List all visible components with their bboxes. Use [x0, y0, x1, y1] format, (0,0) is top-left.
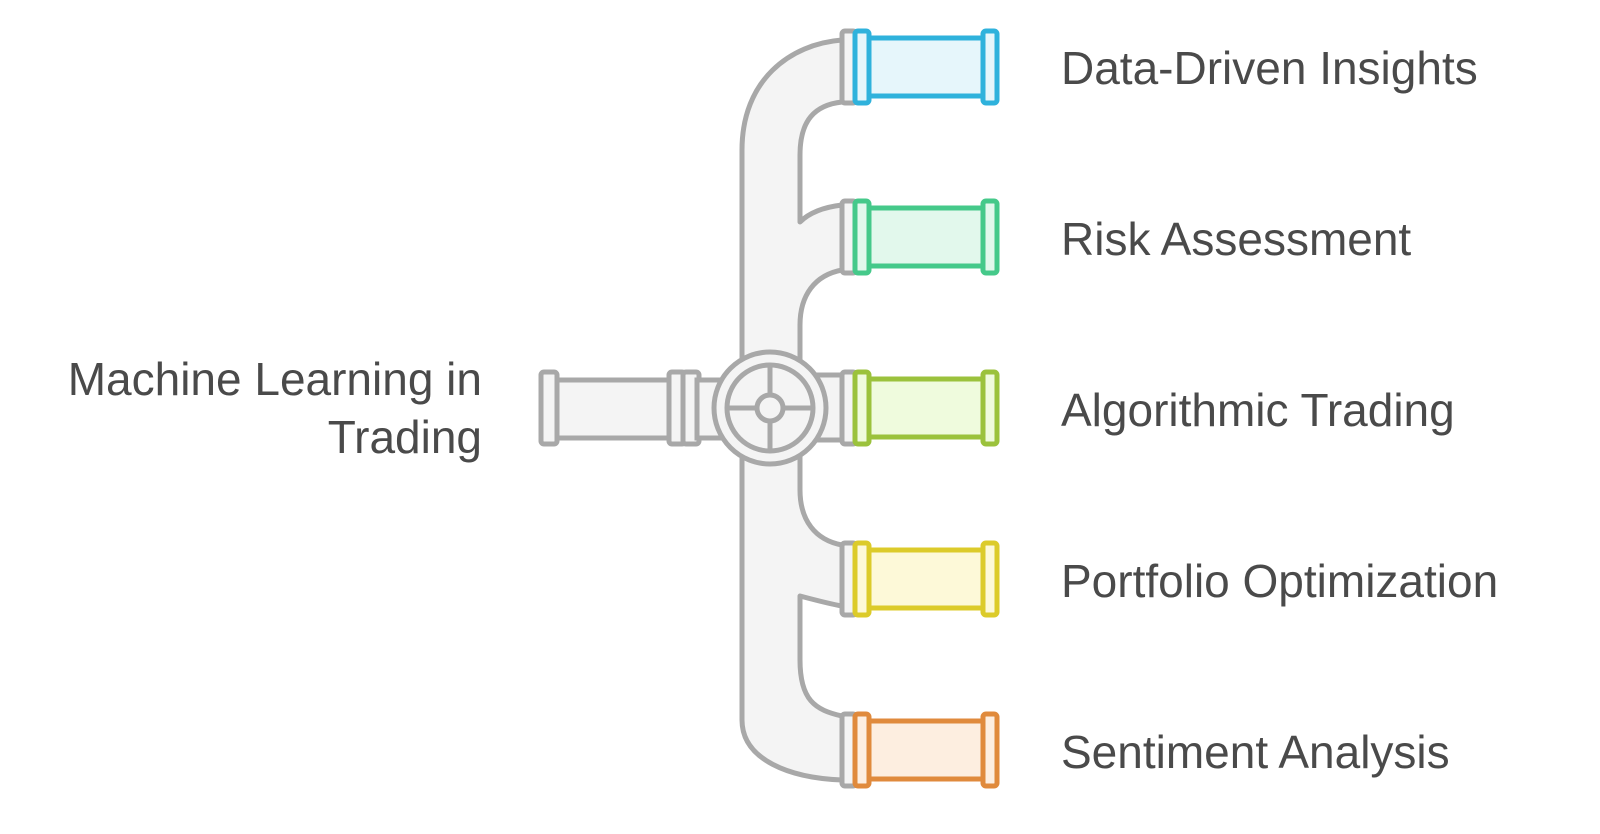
outlet-pipe-2 — [839, 198, 1000, 276]
source-label-line-1: Machine Learning in — [67, 353, 482, 405]
outlet-pipe-body — [863, 205, 989, 269]
branch-label-risk-assessment: Risk Assessment — [1061, 213, 1412, 265]
outlet-flange-outer — [980, 198, 1000, 276]
outlet-pipe-4 — [839, 540, 1000, 618]
outlet-pipe-1 — [839, 28, 1000, 106]
outlet-pipe-body — [863, 718, 989, 782]
outlet-pipe-body — [863, 35, 989, 99]
outlet-flange-outer — [980, 540, 1000, 618]
outlet-flange-inner — [852, 28, 872, 106]
outlet-flange-outer — [980, 369, 1000, 447]
branch-label-sentiment-analysis: Sentiment Analysis — [1061, 726, 1450, 778]
inlet-pipe — [538, 369, 730, 447]
outlet-pipe-body — [863, 547, 989, 611]
outlet-flange-inner — [852, 540, 872, 618]
outlet-flange-outer — [980, 28, 1000, 106]
branch-label-algorithmic-trading: Algorithmic Trading — [1061, 384, 1455, 436]
valve-wheel-icon — [711, 349, 829, 467]
outlet-flange-inner — [852, 198, 872, 276]
outlet-flange-inner — [852, 369, 872, 447]
outlet-pipe-body — [863, 376, 989, 440]
outlet-pipes — [839, 28, 1000, 789]
outlet-pipe-5 — [839, 711, 1000, 789]
source-label: Machine Learning in Trading — [22, 350, 482, 466]
outlet-pipe-3 — [839, 369, 1000, 447]
branch-label-data-driven-insights: Data-Driven Insights — [1061, 42, 1478, 94]
source-label-line-2: Trading — [327, 411, 482, 463]
branch-label-portfolio-optimization: Portfolio Optimization — [1061, 555, 1499, 607]
outlet-flange-inner — [852, 711, 872, 789]
outlet-flange-outer — [980, 711, 1000, 789]
